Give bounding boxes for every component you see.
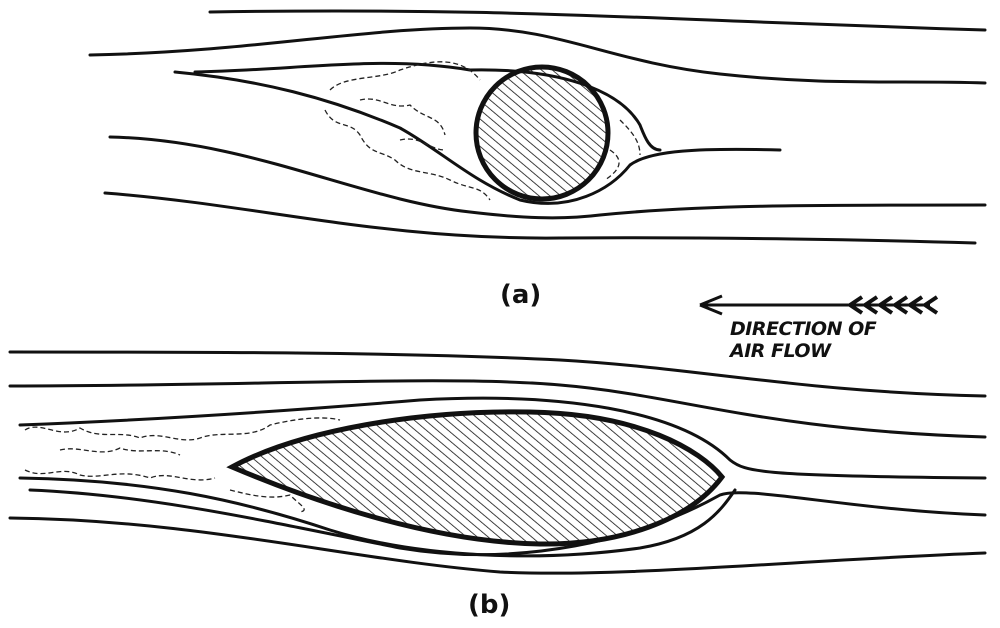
flow-direction-line1: DIRECTION OF bbox=[730, 318, 877, 340]
cylinder-body bbox=[473, 64, 611, 202]
flow-direction-line2: AIR FLOW bbox=[730, 340, 831, 362]
figure-b-wake bbox=[24, 417, 341, 513]
flow-direction-arrow bbox=[699, 294, 939, 316]
figure-b-label: (b) bbox=[468, 590, 511, 620]
flow-direction-label: DIRECTION OF AIR FLOW bbox=[730, 318, 877, 362]
figure-a-wake bbox=[324, 61, 641, 201]
figure-b-streamlines bbox=[8, 350, 987, 575]
streamlined-body bbox=[226, 409, 726, 547]
figure-a-label: (a) bbox=[500, 280, 542, 310]
